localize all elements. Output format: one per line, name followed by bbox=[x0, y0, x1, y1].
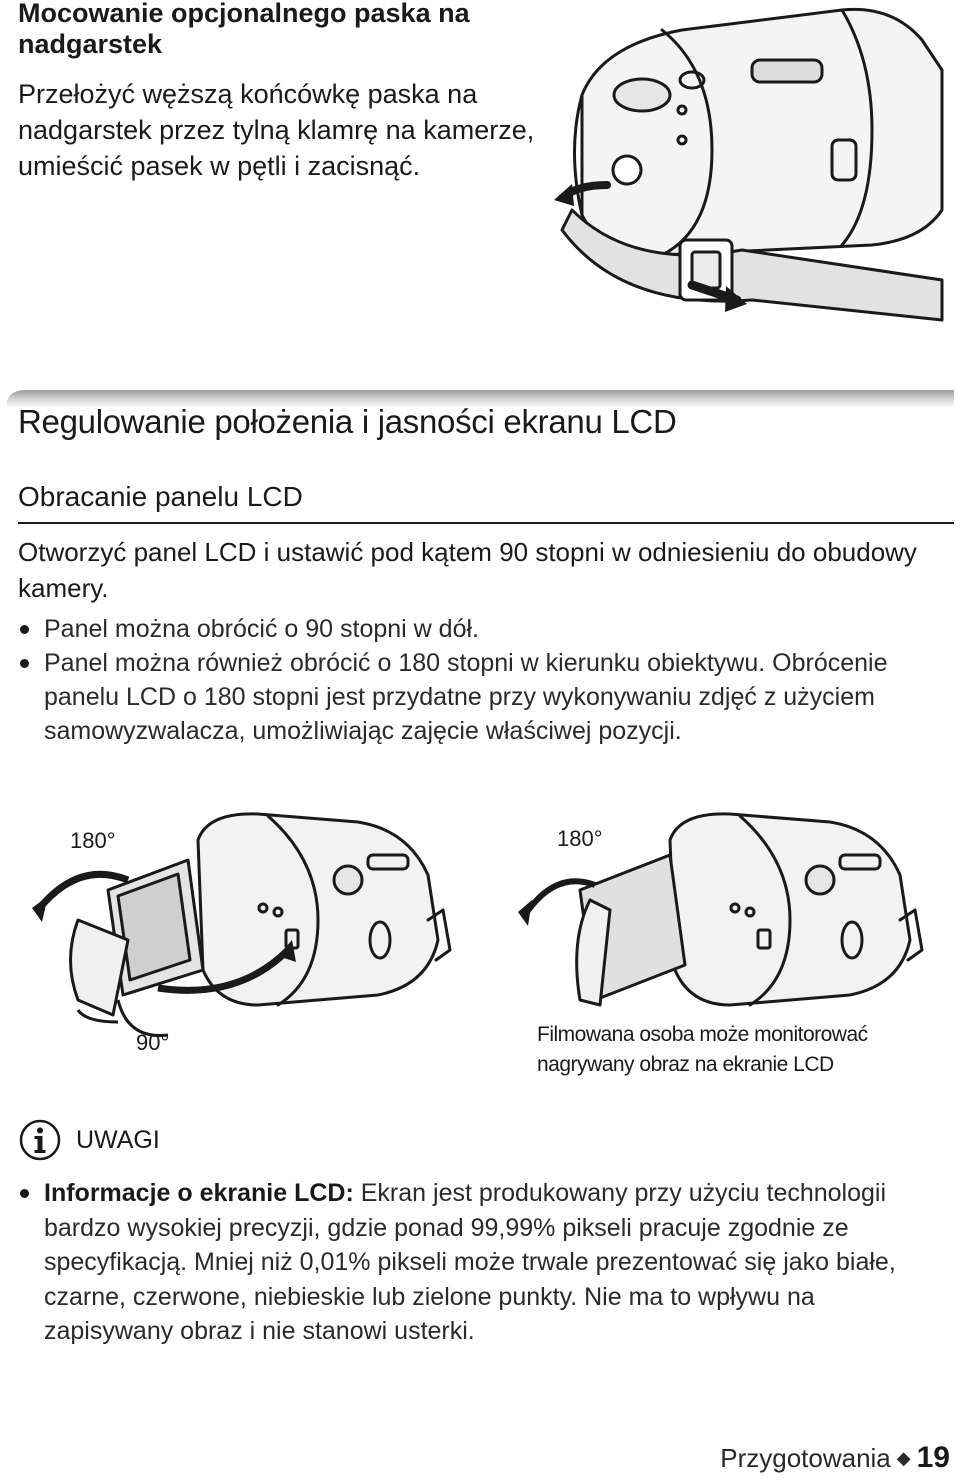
illustration-caption: Filmowana osoba może monitorować nagrywa… bbox=[537, 1023, 868, 1076]
angle-label-90: 90° bbox=[136, 1030, 170, 1055]
strap-instruction: Przełożyć węższą końcówkę paska na nadga… bbox=[18, 79, 535, 181]
list-item: Panel można obrócić o 90 stopni w dół. bbox=[18, 612, 948, 646]
lcd-step-instruction: Otworzyć panel LCD i ustawić pod kątem 9… bbox=[18, 537, 917, 603]
strap-heading: Mocowanie opcjonalnego paska na nadgarst… bbox=[18, 0, 470, 59]
angle-label-180-left: 180° bbox=[70, 828, 116, 853]
diamond-separator-icon: ◆ bbox=[896, 1448, 911, 1468]
note-lead: Informacje o ekranie LCD: bbox=[44, 1179, 354, 1207]
lcd-rotation-down-illustration bbox=[32, 812, 452, 1038]
page-footer: Przygotowania◆19 bbox=[720, 1440, 950, 1479]
camcorder-strap-illustration bbox=[554, 7, 944, 322]
notes-heading: UWAGI bbox=[76, 1126, 160, 1154]
list-item: Informacje o ekranie LCD: Ekran jest pro… bbox=[18, 1176, 948, 1349]
section-title: Regulowanie położenia i jasności ekranu … bbox=[18, 403, 677, 440]
subsection-title: Obracanie panelu LCD bbox=[18, 481, 303, 512]
info-icon bbox=[19, 1119, 61, 1161]
footer-section-name: Przygotowania bbox=[720, 1443, 891, 1473]
section-header-bar bbox=[6, 390, 954, 408]
subsection-divider bbox=[18, 522, 954, 524]
note-text: Ekran jest produkowany przy użyciu techn… bbox=[44, 1179, 896, 1345]
lcd-bullet-list: Panel można obrócić o 90 stopni w dół. P… bbox=[18, 612, 948, 748]
page-number: 19 bbox=[916, 1441, 950, 1474]
notes-list: Informacje o ekranie LCD: Ekran jest pro… bbox=[18, 1176, 948, 1349]
angle-label-180-right: 180° bbox=[557, 826, 603, 851]
lcd-rotation-forward-illustration bbox=[518, 812, 924, 1007]
list-item: Panel można również obrócić o 180 stopni… bbox=[18, 646, 948, 748]
